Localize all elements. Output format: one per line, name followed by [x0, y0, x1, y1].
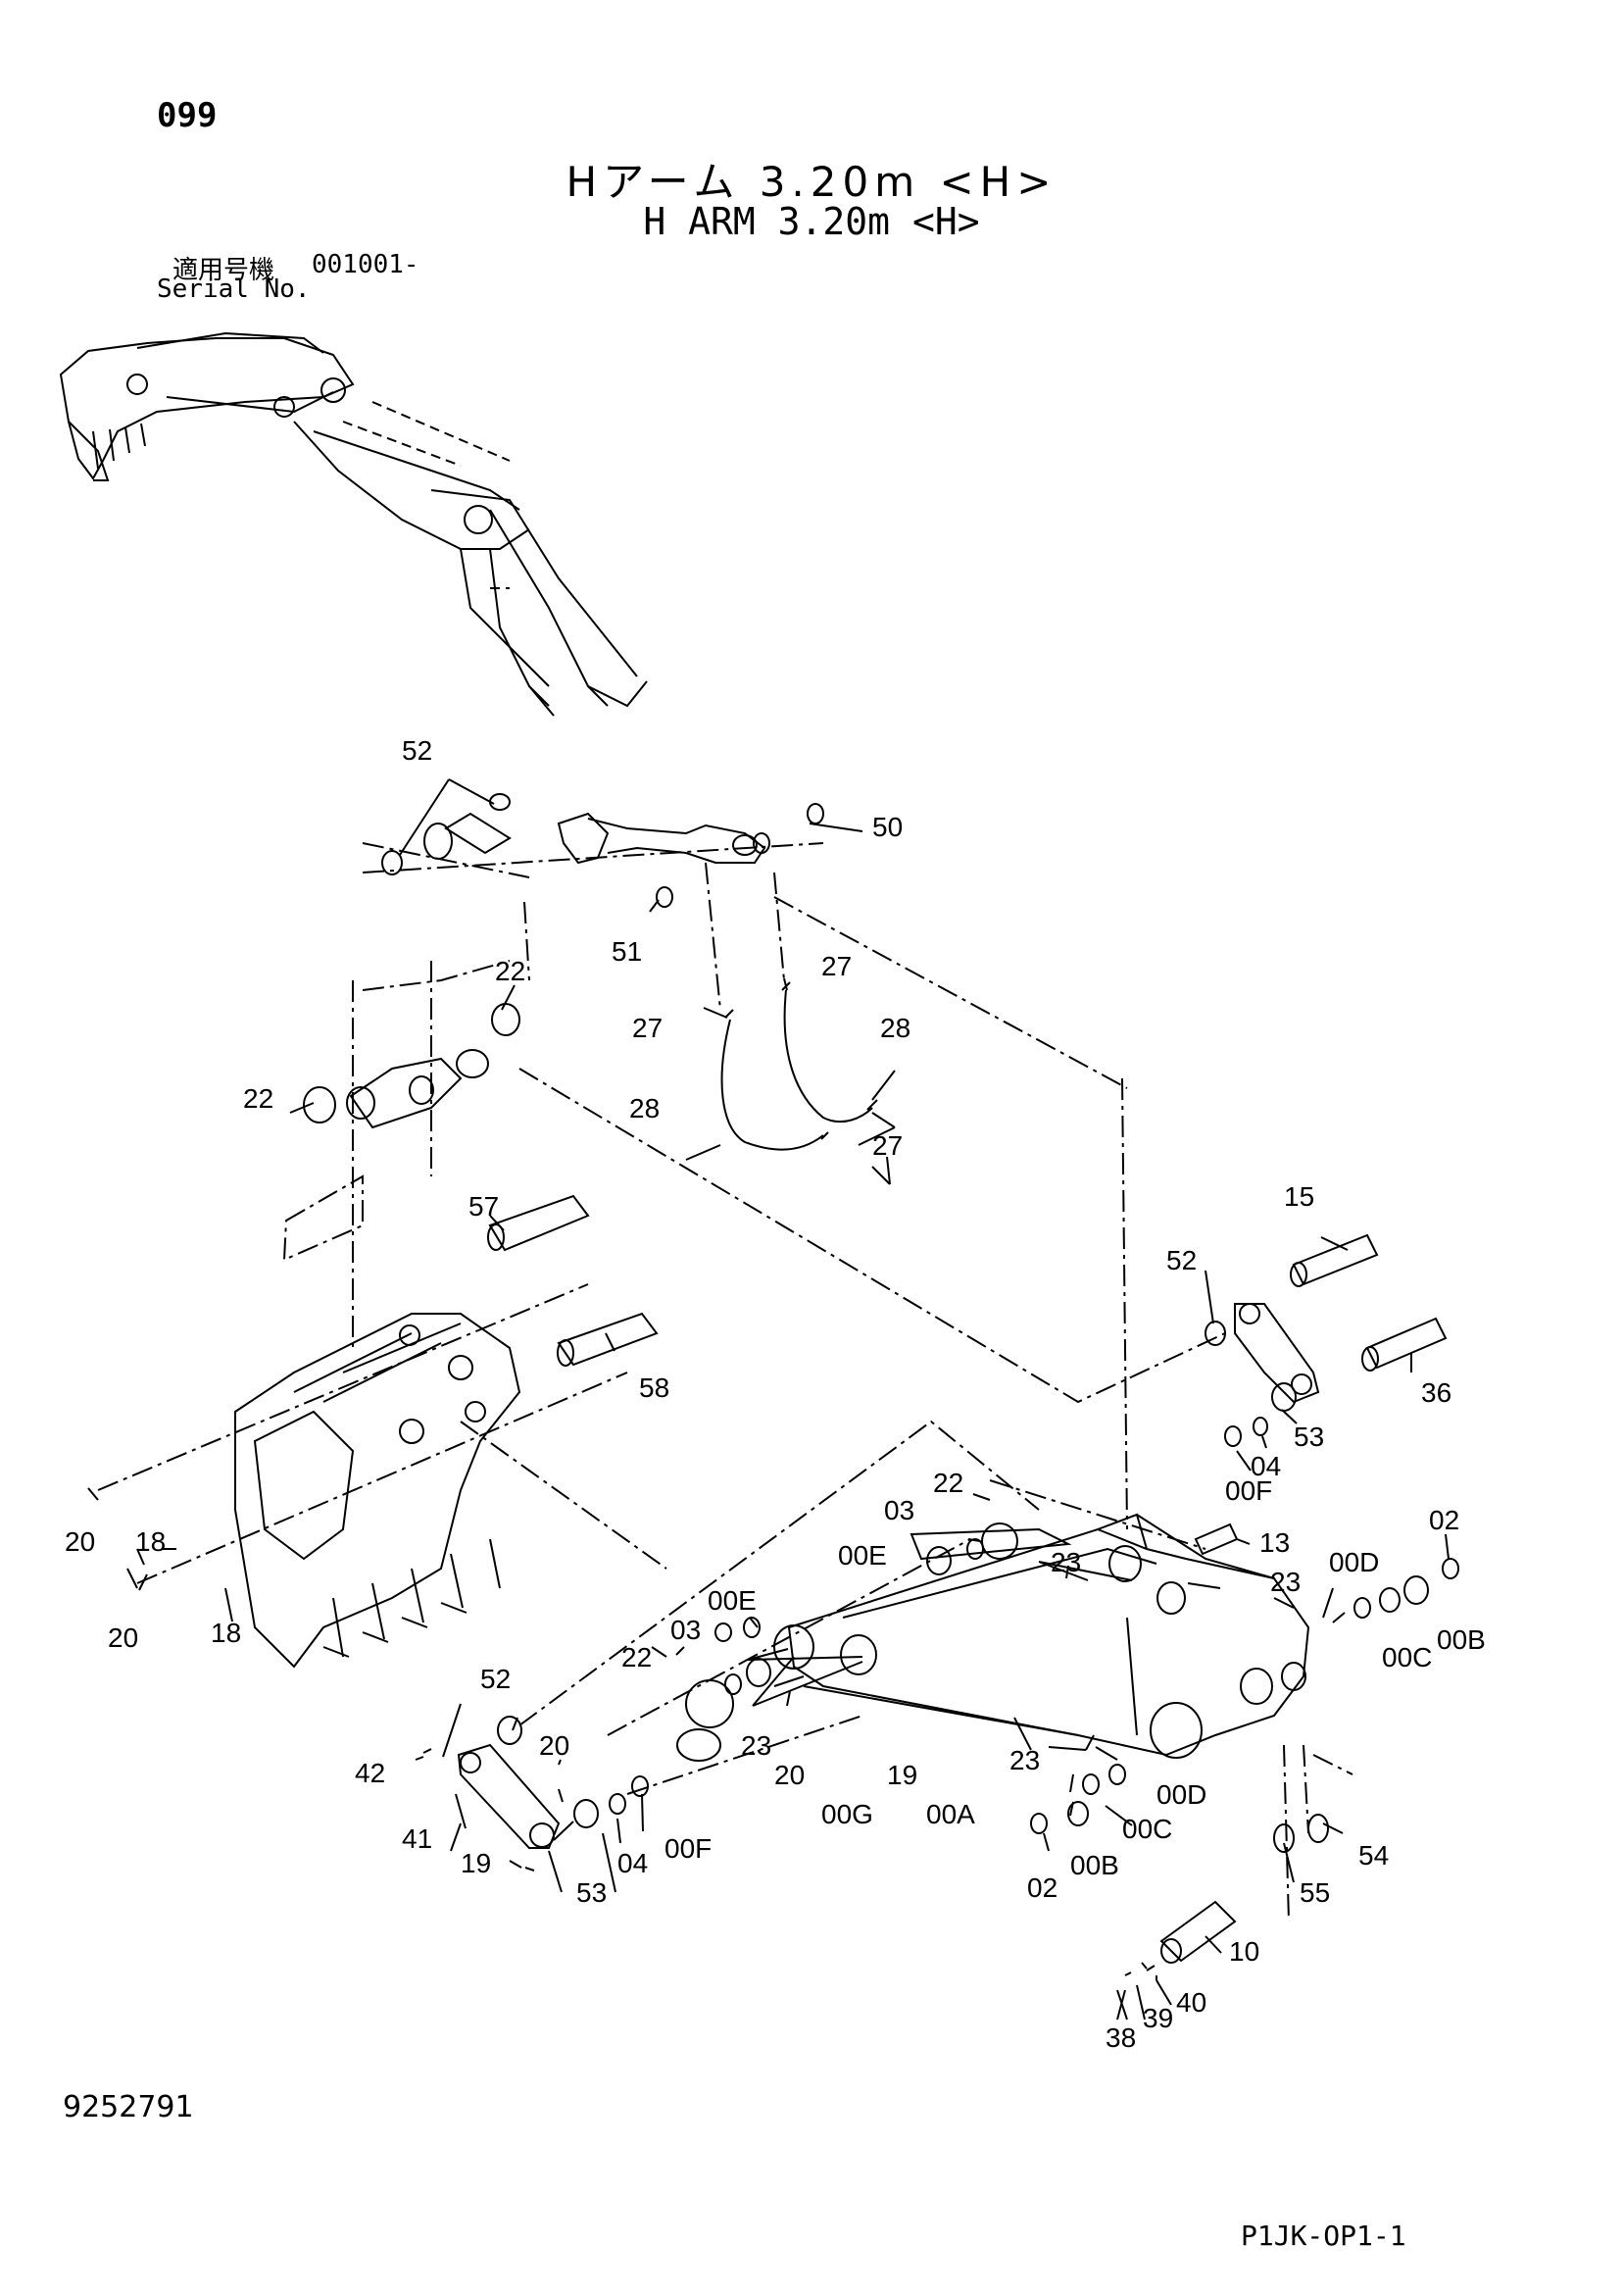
part-label: 27	[821, 951, 852, 981]
leader-lines	[87, 778, 1450, 2021]
part-label: 36	[1421, 1377, 1451, 1408]
part-label: 57	[468, 1191, 499, 1222]
part-label: 04	[1251, 1451, 1281, 1481]
guide-link-assembly	[282, 901, 530, 1262]
title-japanese: Hアーム 3.20m <H>	[566, 158, 1057, 206]
part-label: 00F	[664, 1833, 712, 1864]
side-link-assembly	[1205, 1233, 1448, 1412]
part-label: 52	[1166, 1245, 1197, 1275]
part-label: 02	[1027, 1872, 1057, 1903]
overview-machine-thumbnail	[59, 331, 648, 717]
part-label: 51	[612, 936, 642, 967]
bushings-and-seals	[685, 1417, 1459, 2021]
part-label: 22	[621, 1642, 652, 1672]
part-label: 00B	[1437, 1624, 1486, 1655]
part-label: 28	[629, 1093, 660, 1123]
part-label: 54	[1358, 1840, 1389, 1871]
part-label: 39	[1143, 2003, 1173, 2033]
part-label: 10	[1229, 1936, 1259, 1967]
pin-57	[487, 1194, 590, 1252]
part-label: 19	[461, 1848, 491, 1878]
part-label: 53	[1294, 1422, 1324, 1452]
part-label: 50	[872, 812, 903, 842]
part-label: 19	[887, 1760, 917, 1790]
part-label: 04	[617, 1848, 648, 1878]
part-label: 00C	[1382, 1642, 1432, 1672]
lower-link-assembly	[415, 1617, 863, 1872]
document-number: 9252791	[63, 2090, 194, 2124]
part-label: 03	[670, 1615, 701, 1645]
part-label: 41	[402, 1823, 432, 1854]
part-label: 22	[495, 956, 525, 986]
part-label: 20	[65, 1526, 95, 1557]
part-label: 27	[872, 1130, 903, 1161]
part-label: 00C	[1122, 1814, 1172, 1844]
part-label: 00D	[1156, 1779, 1206, 1810]
part-label: 55	[1300, 1877, 1330, 1908]
part-label: 52	[480, 1664, 511, 1694]
part-label: 00E	[708, 1585, 757, 1616]
part-label: 58	[639, 1373, 669, 1403]
hose-assembly	[705, 862, 878, 1151]
part-label: 00G	[821, 1799, 873, 1829]
part-label: 20	[774, 1760, 805, 1790]
part-label: 00E	[838, 1540, 887, 1571]
part-label: 23	[1270, 1567, 1301, 1597]
sheet-code: P1JK-OP1-1	[1241, 2220, 1406, 2252]
part-label: 15	[1284, 1181, 1314, 1212]
part-label: 23	[741, 1730, 771, 1761]
part-label: 23	[1009, 1745, 1040, 1775]
part-label: 22	[243, 1083, 273, 1114]
serial-label-english: Serial No.	[157, 275, 311, 304]
part-label: 53	[576, 1877, 607, 1908]
part-label: 28	[880, 1013, 910, 1043]
part-number-labels: 52 50 51 22 27 27 28 22 28 27 57 15 52 5…	[65, 735, 1486, 2053]
part-label: 20	[539, 1730, 569, 1761]
part-label: 18	[135, 1526, 166, 1557]
pin-58	[557, 1312, 659, 1367]
part-label: 27	[632, 1013, 663, 1043]
part-label: 02	[1429, 1505, 1459, 1535]
part-label: 22	[933, 1468, 963, 1498]
page-number: 099	[157, 96, 218, 135]
part-label: 03	[884, 1495, 914, 1525]
part-label: 42	[355, 1758, 385, 1788]
part-label: 00F	[1225, 1475, 1272, 1506]
top-link-assembly	[362, 793, 824, 908]
part-label: 20	[108, 1622, 138, 1653]
serial-label-japanese: 適用号機	[172, 256, 275, 285]
part-label: 00A	[926, 1799, 975, 1829]
arm-body-00A	[518, 896, 1310, 1759]
part-label: 00D	[1329, 1547, 1379, 1577]
part-label: 40	[1176, 1987, 1206, 2018]
part-label: 52	[402, 735, 432, 766]
part-label: 13	[1259, 1527, 1290, 1558]
serial-number-value: 001001-	[312, 250, 419, 279]
part-label: 18	[211, 1618, 241, 1648]
part-label: 23	[1051, 1547, 1081, 1577]
part-label: 38	[1106, 2022, 1136, 2053]
bucket-drawing	[97, 980, 667, 1669]
part-label: 00B	[1070, 1850, 1119, 1880]
title-english: H ARM 3.20m <H>	[643, 200, 980, 243]
